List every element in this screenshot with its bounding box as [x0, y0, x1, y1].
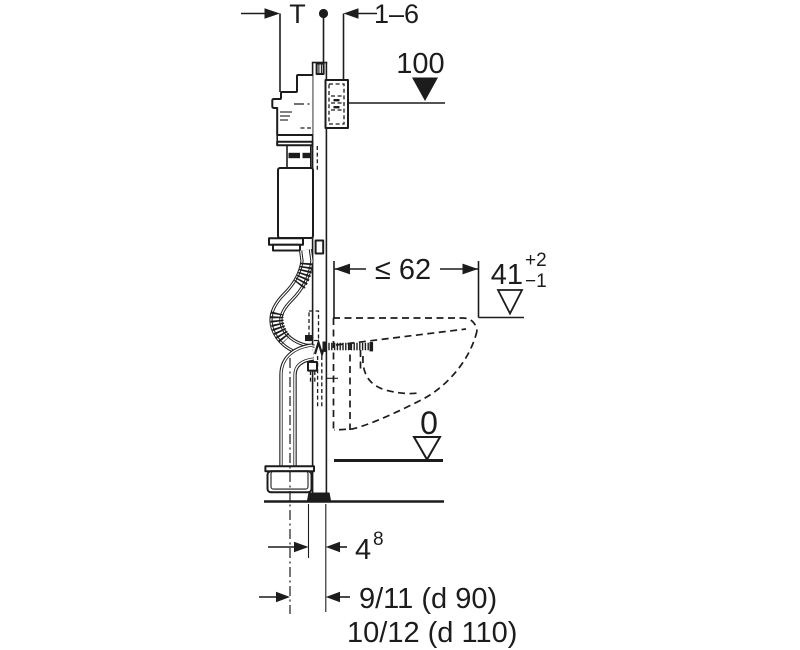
label-100: 100 [396, 48, 444, 80]
toilet-bowl-outline [332, 317, 478, 431]
label-d90: 9/11 (d 90) [359, 583, 497, 615]
corrugated-section [293, 262, 313, 290]
drain-elbow [264, 310, 327, 494]
label-max-62: ≤ 62 [375, 254, 431, 286]
floor-lines [264, 459, 444, 503]
arrow-left-icon [334, 263, 350, 275]
arrow-right-icon [276, 591, 290, 603]
open-triangle-icon [412, 436, 442, 462]
flush-bend-pipe [269, 249, 315, 358]
arrow-right-icon [462, 263, 478, 275]
level-marker-41: 41 +2 −1 [478, 250, 547, 319]
cistern-lid-band [276, 140, 314, 147]
label-0: 0 [420, 405, 438, 441]
actuator-inner-dashed [328, 83, 345, 125]
cistern-cover [271, 74, 313, 136]
label-T: T [289, 0, 306, 29]
flush-connector [305, 335, 313, 341]
label-41-plus-tol: +2 [525, 250, 547, 271]
concealed-cistern [268, 74, 318, 252]
dimension-62: ≤ 62 [333, 254, 480, 318]
arrow-right-icon [264, 8, 280, 19]
level-marker-100: 100 [348, 48, 445, 104]
label-41-minus-tol: −1 [525, 271, 547, 292]
label-41: 41 [491, 259, 523, 291]
drain-pipe-core [282, 346, 314, 466]
wall-section [307, 61, 338, 501]
label-4: 4 [355, 534, 371, 566]
label-backing [366, 254, 440, 283]
level-marker-0: 0 [412, 405, 442, 462]
filled-triangle-icon [412, 77, 438, 101]
bolt-head [322, 341, 327, 352]
bowl-basin [362, 355, 419, 395]
dimension-dot-icon [318, 8, 329, 19]
socket-inner [270, 470, 309, 490]
label-1-6: 1–6 [374, 0, 419, 29]
label-d110: 10/12 (d 110) [347, 617, 517, 649]
actuator-outline [324, 79, 349, 129]
anchor-bolt [322, 341, 374, 352]
bowl-top-edge [335, 328, 467, 346]
arrow-right-icon [294, 541, 309, 553]
frame-fixing-bracket [314, 239, 325, 255]
actuator-clip [333, 106, 340, 109]
valve-clip [288, 152, 300, 159]
arrow-left-icon [325, 541, 340, 553]
arrow-left-icon [343, 8, 359, 19]
frame-top-rail [315, 62, 325, 75]
flush-actuator-box [324, 79, 349, 129]
actuator-clip [333, 99, 340, 102]
open-triangle-icon [496, 289, 524, 316]
arrow-left-icon [325, 591, 340, 603]
dimension-top: T 1–6 [241, 0, 419, 92]
hidden-outlet-fitting [308, 310, 320, 342]
frame-foot [307, 492, 331, 501]
dimension-bottom: 4 8 9/11 (d 90) 10/12 (d 110) [259, 358, 517, 649]
corrugated-section [270, 311, 291, 345]
label-4-sup-8: 8 [373, 529, 384, 550]
bowl-front [333, 330, 478, 431]
valve-clip [302, 152, 310, 159]
lower-fixing-block [307, 361, 318, 372]
tank-flange-lower [272, 243, 301, 252]
cistern-tank [277, 167, 314, 239]
bowl-rim [333, 317, 478, 332]
bolt-tip [369, 342, 374, 352]
